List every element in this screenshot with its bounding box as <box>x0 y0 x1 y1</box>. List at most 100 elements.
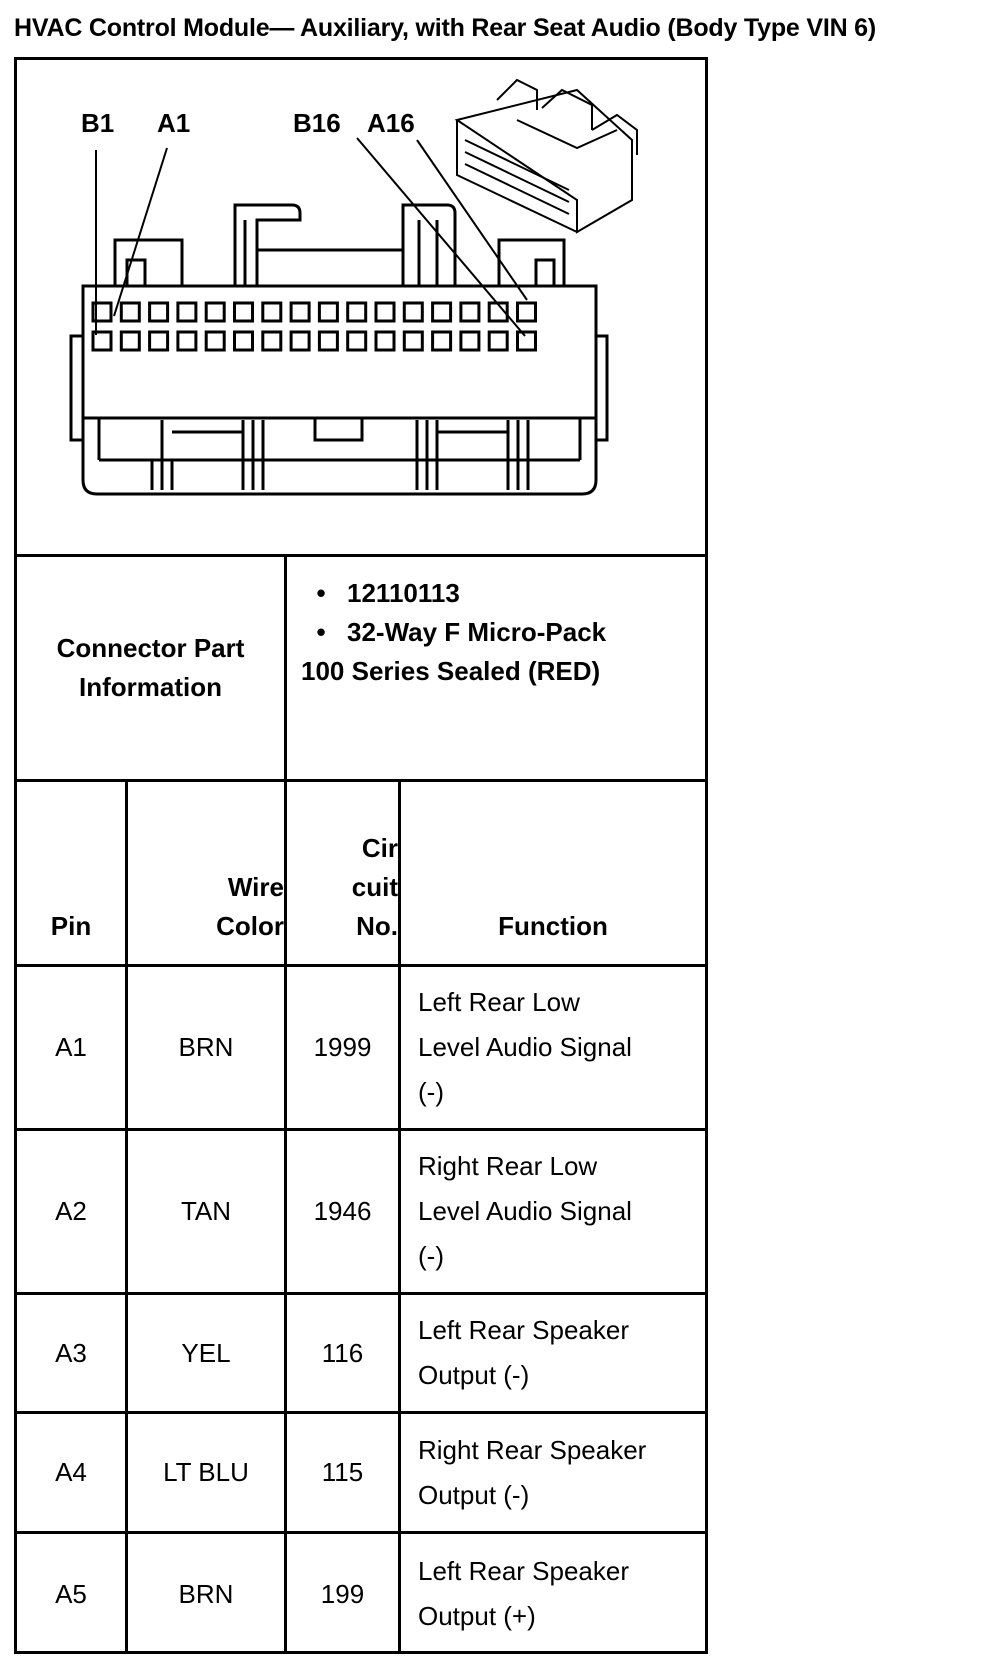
header-function-label: Function <box>498 911 608 941</box>
pin-cell: A1 <box>55 1032 87 1062</box>
header-circuit-number: Cir cuit No. <box>287 782 398 964</box>
circuit-number-cell: 115 <box>321 1457 364 1487</box>
function-line: Output (-) <box>418 1479 530 1510</box>
function-line: Level Audio Signal <box>418 1032 632 1062</box>
divider <box>14 1411 708 1414</box>
pin-cavity <box>516 330 537 352</box>
bullet-icon: • <box>316 617 326 647</box>
divider <box>14 964 708 967</box>
pin-cavity <box>402 301 424 323</box>
pin-cavity <box>317 330 339 352</box>
function-line: (-) <box>418 1241 444 1271</box>
pin-cavity <box>374 301 396 323</box>
pin-cavity <box>91 330 113 352</box>
pin-cavity <box>289 301 311 323</box>
circuit-number-cell: 1999 <box>313 1032 372 1062</box>
connector-info-label-line: Connector Part <box>56 633 245 663</box>
header-wire-color-line: Color <box>216 911 284 941</box>
pin-cavity <box>119 301 141 323</box>
pin-cavity <box>148 301 170 323</box>
pin-cavity <box>317 301 339 323</box>
circuit-number-cell: 116 <box>321 1337 364 1368</box>
pin-cavity <box>431 301 453 323</box>
header-circuit-line: No. <box>356 911 398 941</box>
pin-cavity <box>119 330 141 352</box>
pin-label-a1: A1 <box>157 108 190 138</box>
function-line: Output (-) <box>418 1360 530 1390</box>
connector-info-label: Connector Part Information <box>17 557 284 779</box>
header-wire-color: Wire Color <box>128 782 284 964</box>
function-line: Left Rear Speaker <box>418 1556 630 1586</box>
pin-cavity <box>261 330 283 352</box>
function-line: Right Rear Speaker <box>418 1434 647 1465</box>
connector-series: 100 Series Sealed (RED) <box>301 656 601 686</box>
connector-type: 32-Way F Micro-Pack <box>347 617 607 647</box>
divider <box>14 779 708 782</box>
pin-cavity <box>374 330 396 352</box>
pin-cavity <box>233 301 254 323</box>
pin-cavity <box>204 330 226 352</box>
function-line: Left Rear Low <box>418 987 580 1017</box>
function-line: Output (+) <box>418 1601 536 1631</box>
header-pin: Pin <box>17 782 125 964</box>
pin-cavity <box>459 330 481 352</box>
pin-cavity <box>233 330 254 352</box>
function-line: Level Audio Signal <box>418 1196 632 1226</box>
connector-table-frame <box>14 57 708 1654</box>
divider <box>14 1531 708 1534</box>
pin-cavity <box>204 301 226 323</box>
header-function: Function <box>401 782 705 964</box>
wire-color-cell: TAN <box>180 1196 232 1226</box>
pin-cavity <box>459 301 481 323</box>
function-line: Right Rear Low <box>418 1151 598 1181</box>
function-line: (-) <box>418 1077 444 1107</box>
header-circuit-line: Cir <box>361 833 398 863</box>
wire-color-cell: YEL <box>181 1337 231 1368</box>
header-wire-color-line: Wire <box>227 872 284 902</box>
page-title: HVAC Control Module— Auxiliary, with Rea… <box>14 14 877 42</box>
circuit-number-cell: 199 <box>320 1578 365 1609</box>
function-line: Left Rear Speaker <box>418 1315 630 1345</box>
divider <box>398 779 401 1654</box>
pin-cavity <box>402 330 424 352</box>
pin-cavity <box>148 330 170 352</box>
header-circuit-line: cuit <box>351 872 398 902</box>
pin-cell: A3 <box>55 1337 87 1368</box>
pin-cavity <box>176 330 198 352</box>
pin-cavity <box>487 330 509 352</box>
pin-cavity <box>289 330 311 352</box>
divider <box>14 1128 708 1131</box>
pin-cavity <box>91 301 113 323</box>
circuit-number-cell: 1946 <box>313 1196 372 1226</box>
divider <box>14 1292 708 1295</box>
wire-color-cell: BRN <box>178 1032 234 1062</box>
pin-cell: A2 <box>55 1196 87 1226</box>
wire-color-cell: BRN <box>178 1578 234 1609</box>
connector-info-values: • 12110113 • 32-Way F Micro-Pack 100 Serie… <box>301 574 607 691</box>
pin-cavity <box>261 301 283 323</box>
header-pin-label: Pin <box>50 911 92 941</box>
pin-cell: A5 <box>55 1578 87 1609</box>
pin-label-a16: A16 <box>367 108 415 138</box>
bullet-icon: • <box>316 578 326 608</box>
pin-cavity <box>516 301 537 323</box>
pin-cell: A4 <box>55 1457 87 1487</box>
divider <box>284 554 287 1654</box>
pin-label-b16: B16 <box>293 108 341 138</box>
pin-cavity <box>431 330 453 352</box>
part-number: 12110113 <box>347 578 460 608</box>
pin-cavity <box>176 301 198 323</box>
pin-cavity <box>346 301 368 323</box>
pin-cavity <box>346 330 368 352</box>
connector-info-label-line: Information <box>79 672 222 702</box>
